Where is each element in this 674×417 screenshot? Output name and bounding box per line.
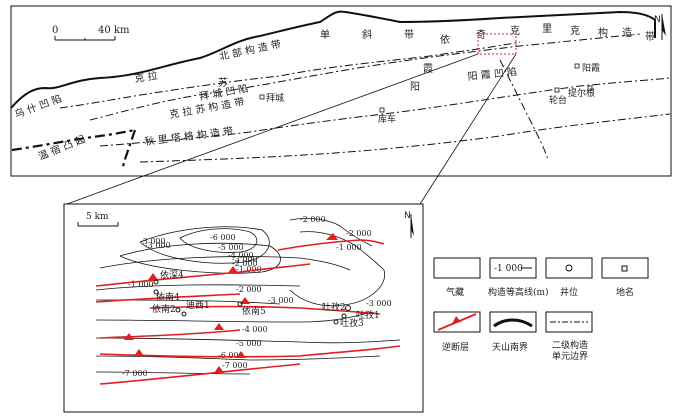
region-label: 带 (404, 29, 414, 41)
svg-text:-1 000: -1 000 (336, 243, 362, 252)
svg-text:轮台: 轮台 (549, 94, 567, 106)
svg-text:依南5: 依南5 (242, 305, 266, 317)
svg-text:-3 000: -3 000 (366, 299, 392, 308)
legend-contour-sample: -1 000 (494, 264, 523, 274)
legend-pool-label: 气藏 (446, 286, 464, 298)
svg-text:依南2: 依南2 (152, 303, 176, 315)
legend-boundary-swatch (545, 311, 593, 333)
svg-text:吐孜3: 吐孜3 (340, 317, 364, 329)
wensu-boundary (120, 129, 137, 171)
label-yang: 阳 (410, 81, 420, 93)
scale-bar: 0 40 km (52, 25, 130, 41)
svg-text:-6 000: -6 000 (210, 233, 236, 242)
main-map-frame (10, 5, 672, 177)
contour-labels: -6 000 -5 000 -4 000 -3 000 -2 000 -1 00… (122, 215, 392, 378)
wells: 依深4 依南4 依南2 迪西1 依南5 吐孜2 吐孜1 吐孜3 (152, 269, 380, 329)
label-xia: 霞 (423, 63, 433, 75)
svg-text:-2 000: -2 000 (346, 229, 372, 238)
legend-tianshan-label: 天山南界 (492, 341, 528, 353)
legend-well-swatch (545, 257, 593, 279)
place-tierigen: 提尔根 (568, 85, 595, 99)
svg-text:-2 000: -2 000 (236, 285, 262, 294)
svg-text:-3 000: -3 000 (232, 255, 258, 264)
region-label: 斜 (362, 28, 372, 41)
svg-text:-2 000: -2 000 (232, 259, 258, 268)
legend-well-label: 井位 (560, 286, 578, 298)
scale-start: 0 (52, 25, 58, 36)
contours (95, 218, 401, 375)
svg-text:依深4: 依深4 (160, 269, 184, 281)
focus-area (477, 33, 517, 55)
svg-text:-3 000: -3 000 (145, 241, 171, 250)
svg-text:-3 000: -3 000 (140, 237, 166, 246)
svg-text:N: N (404, 211, 411, 221)
svg-text:-3 000: -3 000 (268, 296, 294, 305)
svg-text:-7 000: -7 000 (222, 361, 248, 370)
place-baicheng: 拜城 (259, 93, 284, 104)
region-label: 造 (622, 26, 632, 39)
svg-text:吐孜2: 吐孜2 (322, 301, 346, 313)
tianshan-south-boundary (10, 10, 656, 109)
reverse-faults (95, 239, 401, 385)
legend: 气藏 -1 000 构造等高线(m) 井位 地名 逆断层 天山南界 二级构造单元… (433, 257, 649, 362)
legend-place-label: 地名 (616, 286, 634, 298)
fault-teeth (124, 233, 338, 373)
svg-text:-5 000: -5 000 (218, 243, 244, 252)
region-label: 克 (570, 25, 580, 37)
boundary-line-4 (139, 113, 671, 163)
inset-frame (63, 203, 424, 413)
legend-tianshan-swatch (489, 311, 537, 333)
boundary-line-5 (499, 59, 549, 161)
place-yangxia: 阳霞 (574, 63, 600, 74)
region-label: 构 (598, 26, 608, 39)
inset-north-arrow: N (404, 211, 414, 238)
region-label: 单 (320, 29, 330, 41)
svg-text:提尔根: 提尔根 (568, 87, 595, 99)
svg-text:阳霞: 阳霞 (582, 63, 600, 74)
legend-fault-label: 逆断层 (442, 341, 469, 353)
region-label: 克 (510, 25, 520, 37)
legend-boundary-label-1: 二级构造单元边界 (552, 339, 588, 362)
svg-text:库车: 库车 (378, 113, 396, 125)
svg-text:-4 000: -4 000 (228, 251, 254, 260)
inset-scale-bar: 5 km (77, 212, 119, 227)
place-kuche: 库车 (378, 107, 396, 125)
svg-text:迪西1: 迪西1 (186, 299, 210, 311)
leader-line-left (66, 53, 479, 205)
wushi-boundary (11, 128, 136, 152)
leader-line-right (419, 53, 517, 205)
legend-contour-swatch (489, 257, 537, 279)
svg-text:-6 000: -6 000 (218, 351, 244, 360)
place-luntai: 轮台 (549, 87, 567, 106)
svg-text:吐孜1: 吐孜1 (356, 309, 380, 321)
legend-contour-label: 构造等高线(m) (488, 286, 549, 298)
svg-text:依南4: 依南4 (156, 291, 180, 303)
svg-text:-4 000: -4 000 (242, 325, 268, 334)
boundary-line-2 (59, 41, 521, 109)
label-su: 苏 (218, 76, 228, 89)
svg-text:-1 000: -1 000 (128, 280, 154, 289)
svg-text:拜城: 拜城 (266, 93, 284, 104)
svg-text:-2 000: -2 000 (300, 215, 326, 224)
svg-text:-1 000: -1 000 (236, 265, 262, 274)
north-label: N (654, 15, 661, 25)
region-label: 带 (645, 31, 655, 43)
legend-pool-swatch (433, 257, 481, 279)
region-label: 奇 (476, 28, 486, 41)
label-kela: 克 拉 (134, 69, 159, 85)
boundary-line-3 (99, 77, 671, 147)
svg-text:5 km: 5 km (86, 212, 109, 222)
region-label: 依 (440, 33, 450, 46)
region-label: 里 (542, 23, 552, 35)
boundary-line-1 (89, 33, 641, 121)
svg-text:-7 000: -7 000 (122, 369, 148, 378)
north-arrow: N (654, 14, 666, 40)
svg-text:-5 000: -5 000 (236, 339, 262, 348)
scale-end: 40 km (98, 25, 130, 36)
